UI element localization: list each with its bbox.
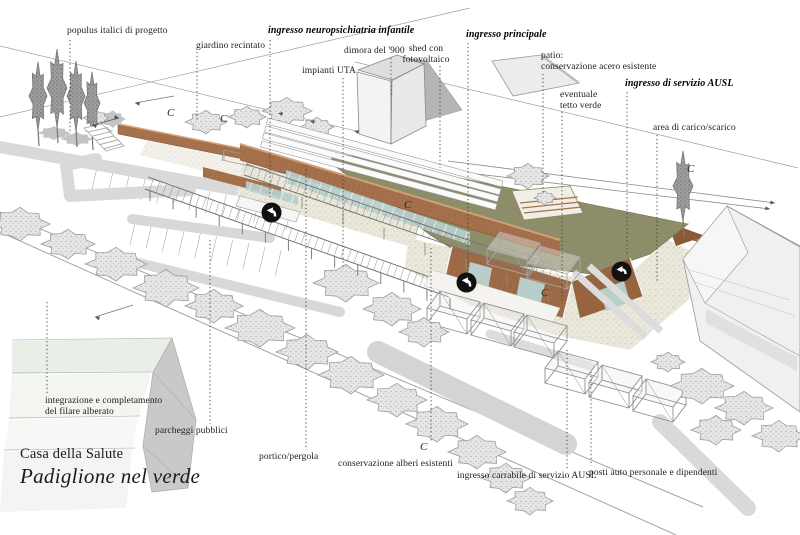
- foreground-trees: [0, 150, 800, 516]
- shed-roof-slats: [260, 117, 504, 211]
- label-area-carico: area di carico/scarico: [653, 123, 736, 133]
- section-marker-c3: C: [404, 199, 412, 211]
- project-name: Padiglione nel verde: [20, 464, 201, 488]
- label-posti-auto: posti auto personale e dipendenti: [589, 468, 718, 478]
- label-patio-acero: patio: conservazione acero esistente: [541, 51, 657, 73]
- pavilion-building: [144, 117, 689, 340]
- entrance-arrow-icon: [611, 261, 632, 282]
- label-populus: populus italici di progetto: [67, 26, 168, 36]
- flow-arrows-and-crosswalk: [83, 95, 775, 321]
- existing-building: [682, 205, 800, 413]
- title-block: Casa della Salute Padiglione nel verde: [20, 446, 200, 489]
- project-type: Casa della Salute: [20, 446, 124, 462]
- patio-roof-plane: [491, 54, 580, 97]
- label-ingresso-neuropsichiatria: ingresso neuropsichiatria infantile: [268, 25, 415, 36]
- carport-frames: [426, 231, 687, 423]
- label-parcheggi: parcheggi pubblici: [155, 426, 228, 436]
- west-wing: [203, 167, 301, 223]
- label-ingresso-principale: ingresso principale: [466, 29, 547, 40]
- section-marker-c6: C: [420, 441, 428, 453]
- label-tetto-verde: eventuale tetto verde: [560, 90, 602, 112]
- section-marker-c4: C: [541, 287, 549, 299]
- label-dimora: dimora del '900: [344, 46, 405, 56]
- label-ingresso-carrabile: ingresso carrabile di servizio AUSL: [457, 471, 597, 481]
- entrance-arrow-icon: [261, 202, 282, 223]
- label-portico-pergola: portico/pergola: [259, 452, 319, 462]
- annotation-leader-lines: [46, 40, 658, 469]
- background-trees: [28, 49, 335, 151]
- field-polygons: [0, 336, 197, 512]
- ausl-service-driveway: [367, 341, 577, 455]
- pergola-canopy: [243, 163, 557, 282]
- section-marker-c1: C: [167, 107, 175, 119]
- parking-loop-road: [60, 153, 196, 202]
- label-ingresso-servizio-ausl: ingresso di servizio AUSL: [625, 78, 734, 89]
- label-giardino-recintato: giardino recintato: [196, 41, 266, 51]
- section-marker-c2: C: [220, 113, 228, 125]
- label-integrazione-filare: integrazione e completamento del filare …: [45, 396, 163, 418]
- label-impianti-uta: impianti UTA: [302, 66, 357, 76]
- context-buildings: [117, 54, 800, 413]
- label-shed-fotovoltaico: shed con fotovoltaico: [402, 44, 450, 66]
- section-marker-c5: C: [687, 163, 695, 175]
- entrance-arrow-icon: [456, 272, 477, 293]
- label-conservazione-alberi: conservazione alberi esistenti: [338, 459, 453, 469]
- dimora-900-house: [356, 54, 463, 145]
- parking-stalls-row2: [116, 216, 290, 278]
